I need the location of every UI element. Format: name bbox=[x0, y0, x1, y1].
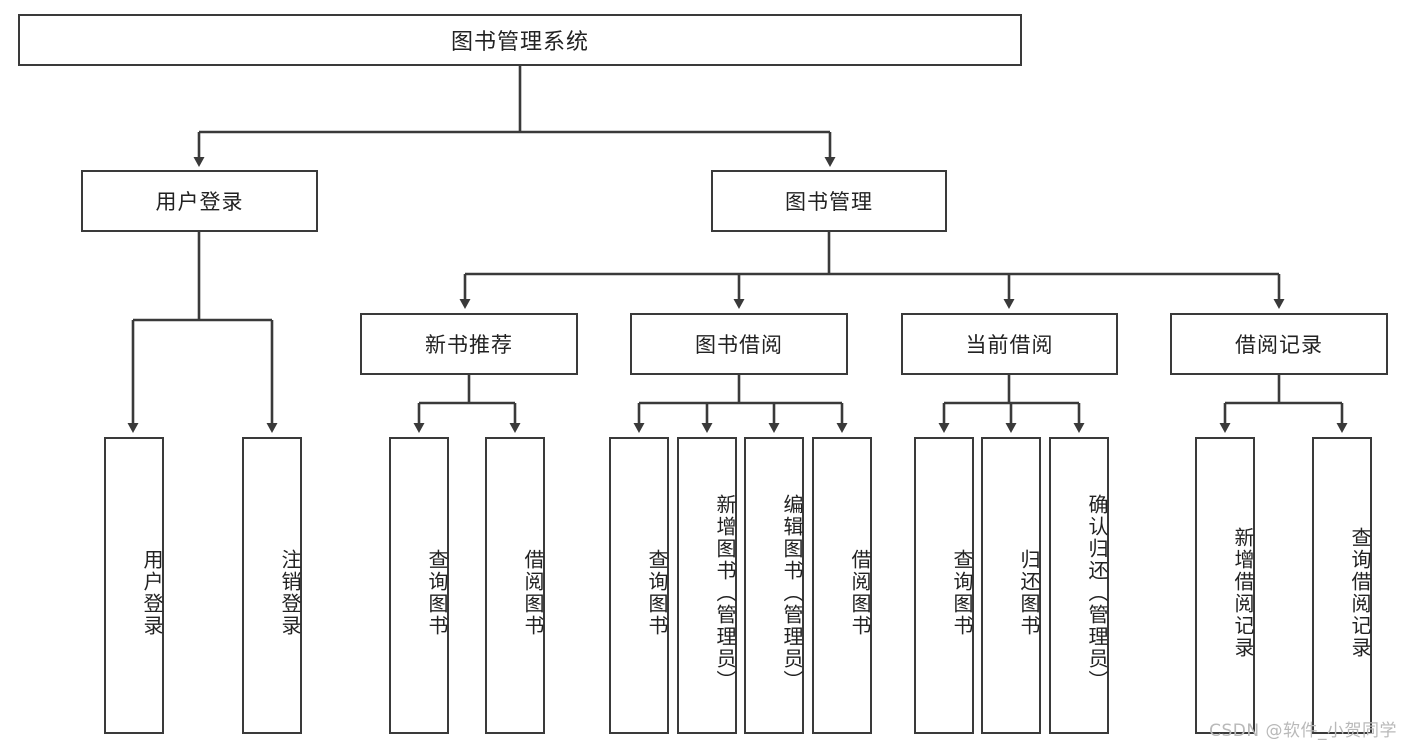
node-book-borrow[interactable]: 图书借阅 bbox=[630, 313, 848, 375]
leaf-label: 用户登录 bbox=[140, 548, 164, 637]
leaf-label: 查询图书 bbox=[645, 548, 669, 637]
leaf-return-book[interactable]: 归还图书 bbox=[981, 437, 1041, 734]
leaf-confirm-return-admin[interactable]: 确认归还（管理员） bbox=[1049, 437, 1109, 734]
node-new-book-recommend[interactable]: 新书推荐 bbox=[360, 313, 578, 375]
leaf-label: 借阅图书 bbox=[848, 548, 872, 637]
node-borrow-record[interactable]: 借阅记录 bbox=[1170, 313, 1388, 375]
leaf-label: 新增借阅记录 bbox=[1231, 526, 1255, 659]
leaf-label: 确认归还（管理员） bbox=[1085, 493, 1109, 692]
node-root[interactable]: 图书管理系统 bbox=[18, 14, 1022, 66]
leaf-label: 归还图书 bbox=[1017, 548, 1041, 637]
leaf-user-login[interactable]: 用户登录 bbox=[104, 437, 164, 734]
leaf-label: 查询图书 bbox=[425, 548, 449, 637]
leaf-add-borrow-record[interactable]: 新增借阅记录 bbox=[1195, 437, 1255, 734]
leaf-borrow-book-1[interactable]: 借阅图书 bbox=[485, 437, 545, 734]
leaf-label: 借阅图书 bbox=[521, 548, 545, 637]
leaf-query-book-2[interactable]: 查询图书 bbox=[609, 437, 669, 734]
leaf-label: 查询图书 bbox=[950, 548, 974, 637]
leaf-label: 查询借阅记录 bbox=[1348, 526, 1372, 659]
leaf-label: 编辑图书（管理员） bbox=[780, 493, 804, 692]
leaf-label: 新增图书（管理员） bbox=[713, 493, 737, 692]
leaf-query-book-3[interactable]: 查询图书 bbox=[914, 437, 974, 734]
leaf-borrow-book-2[interactable]: 借阅图书 bbox=[812, 437, 872, 734]
leaf-query-book-1[interactable]: 查询图书 bbox=[389, 437, 449, 734]
leaf-label: 注销登录 bbox=[278, 548, 302, 637]
node-current-borrow[interactable]: 当前借阅 bbox=[901, 313, 1118, 375]
leaf-add-book-admin[interactable]: 新增图书（管理员） bbox=[677, 437, 737, 734]
leaf-logout[interactable]: 注销登录 bbox=[242, 437, 302, 734]
leaf-edit-book-admin[interactable]: 编辑图书（管理员） bbox=[744, 437, 804, 734]
node-user-login[interactable]: 用户登录 bbox=[81, 170, 318, 232]
node-book-manage[interactable]: 图书管理 bbox=[711, 170, 947, 232]
leaf-query-borrow-record[interactable]: 查询借阅记录 bbox=[1312, 437, 1372, 734]
